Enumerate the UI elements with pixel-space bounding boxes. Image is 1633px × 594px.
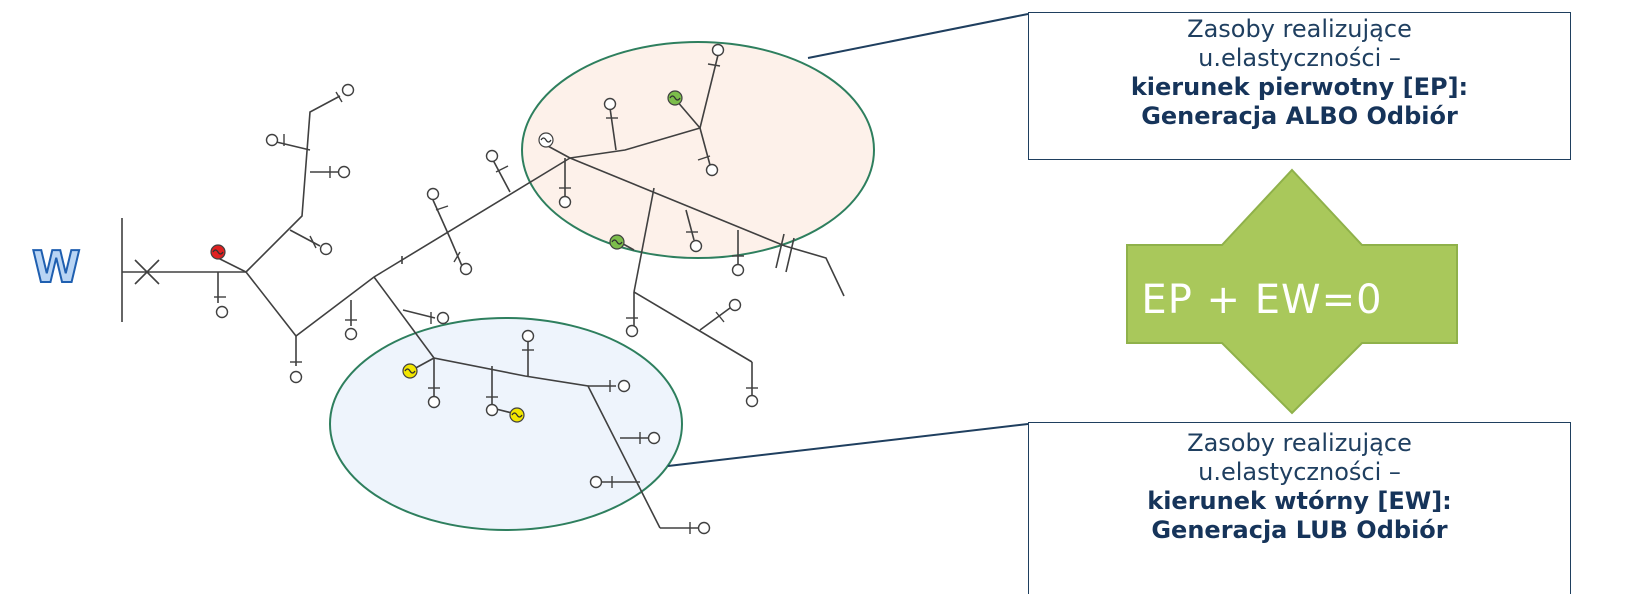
secondary-callout-line4: Generacja LUB Odbiór [1151, 516, 1448, 544]
secondary-callout-line2: u.elastyczności – [1198, 458, 1401, 486]
network-lines [121, 54, 845, 529]
primary-flexibility-zone [521, 41, 875, 259]
generator-green-icon [667, 90, 683, 106]
secondary-direction-callout: Zasoby realizujące u.elastyczności – kie… [1028, 422, 1571, 594]
primary-callout-line1: Zasoby realizujące [1187, 15, 1412, 43]
primary-callout-line3: kierunek pierwotny [EP]: [1130, 73, 1469, 101]
secondary-callout-line1: Zasoby realizujące [1187, 429, 1412, 457]
generator-red-icon [210, 244, 226, 260]
load-symbols [214, 43, 759, 535]
callout-line-top [807, 13, 1029, 59]
generator-yellow-icon [509, 407, 525, 423]
secondary-callout-line3: kierunek wtórny [EW]: [1147, 487, 1452, 515]
generator-white-icon [538, 132, 554, 148]
secondary-flexibility-zone [329, 317, 683, 531]
primary-direction-callout: Zasoby realizujące u.elastyczności – kie… [1028, 12, 1571, 160]
callout-line-bottom [667, 423, 1029, 467]
balance-label: EP + EW=0 [1141, 277, 1383, 323]
w-mark: W [31, 241, 82, 294]
generator-green-icon [609, 234, 625, 250]
primary-callout-line2: u.elastyczności – [1198, 44, 1401, 72]
load-symbol-near-yellow [485, 396, 499, 417]
generator-yellow-icon [402, 363, 418, 379]
primary-callout-line4: Generacja ALBO Odbiór [1141, 102, 1458, 130]
balance-double-arrow [1126, 168, 1458, 415]
